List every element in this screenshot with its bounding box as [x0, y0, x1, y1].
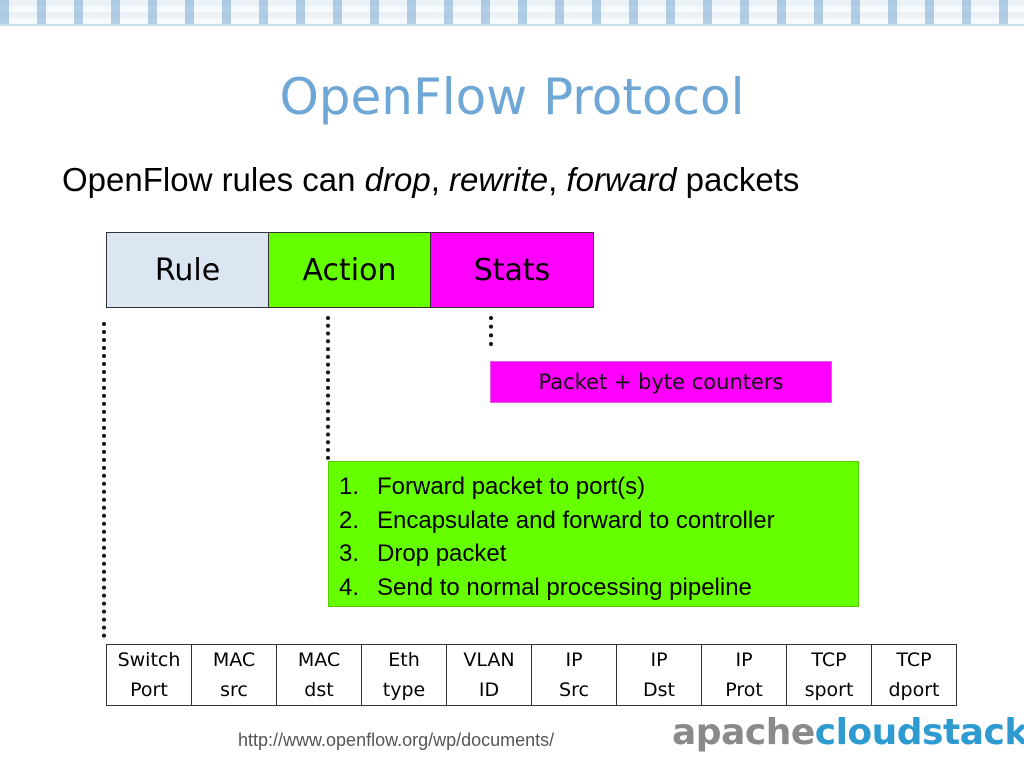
source-url: http://www.openflow.org/wp/documents/: [238, 730, 555, 750]
logo-cloudstack-text: cloudstack: [814, 712, 1024, 753]
stats-connector-dots: [489, 316, 493, 346]
action-connector-dots: [326, 316, 330, 460]
action-text: Encapsulate and forward to controller: [377, 506, 775, 534]
action-list-item: 1. Forward packet to port(s): [339, 470, 858, 504]
subtitle-suffix: packets: [676, 161, 800, 198]
flow-entry-rule-box: Rule: [106, 232, 269, 308]
subtitle-drop: drop: [364, 161, 431, 198]
subtitle-rewrite: rewrite: [449, 161, 549, 198]
slide-subtitle: OpenFlow rules can drop, rewrite, forwar…: [62, 157, 799, 203]
subtitle-separator: ,: [548, 161, 567, 198]
action-list-item: 3. Drop packet: [339, 537, 858, 571]
action-number: 2.: [339, 506, 360, 534]
subtitle-separator: ,: [430, 161, 450, 198]
action-text: Forward packet to port(s): [377, 473, 646, 500]
logo-apache-text: apache: [672, 712, 815, 753]
flow-entry-action-box: Action: [268, 232, 431, 308]
subtitle-prefix: OpenFlow rules can: [62, 161, 365, 198]
action-number: 3.: [339, 540, 360, 567]
action-text: Drop packet: [377, 540, 507, 567]
stats-detail-text: Packet + byte counters: [538, 370, 784, 394]
header-divider: [0, 24, 1024, 26]
action-list-box: 1. Forward packet to port(s) 2. Encapsulat…: [328, 461, 859, 607]
action-number: 1.: [339, 473, 360, 500]
subtitle-forward: forward: [566, 161, 677, 198]
stats-label: Stats: [473, 252, 551, 288]
flow-entry-stats-box: Stats: [430, 232, 594, 308]
slide-title: OpenFlow Protocol: [279, 68, 745, 126]
rule-connector-dots: [102, 322, 106, 638]
action-list-item: 2. Encapsulate and forward to controller: [339, 504, 858, 538]
rule-label: Rule: [154, 252, 221, 288]
apache-cloudstack-logo: apachecloudstack™: [672, 712, 1024, 753]
action-number: 4.: [339, 573, 360, 601]
action-list-item: 4. Send to normal processing pipeline: [339, 571, 858, 605]
action-text: Send to normal processing pipeline: [377, 573, 752, 601]
action-label: Action: [302, 252, 397, 288]
stats-detail-box: Packet + byte counters: [490, 361, 832, 403]
decorative-header-band: [0, 0, 1024, 24]
